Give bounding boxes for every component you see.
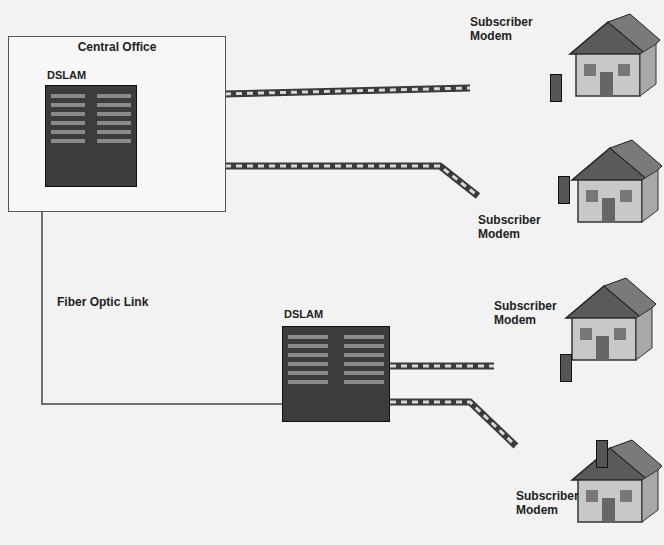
central-office-box: Central OfficeDSLAM	[8, 36, 226, 212]
modem-device	[560, 354, 572, 382]
subscriber-modem: Subscriber Modem	[494, 300, 574, 380]
house	[572, 140, 662, 222]
node-label: Subscriber Modem	[516, 490, 588, 518]
house	[572, 440, 662, 522]
node-label: Subscriber Modem	[494, 300, 566, 328]
dslam-unit: DSLAM	[45, 69, 137, 187]
subscriber-modem: Subscriber Modem	[470, 16, 562, 100]
node-label: Subscriber Modem	[470, 16, 542, 44]
node-label: Central Office	[9, 37, 225, 55]
copper-cable	[390, 366, 494, 367]
dslam-chassis	[45, 85, 137, 187]
modem-device	[550, 74, 562, 102]
subscriber-modem: Subscriber Modem	[516, 418, 608, 518]
modem-device	[596, 440, 608, 468]
fiber-link	[42, 212, 282, 404]
link-label: Fiber Optic Link	[54, 294, 151, 310]
dslam-chassis	[282, 326, 390, 422]
copper-cable	[390, 402, 516, 446]
node-label: Subscriber Modem	[478, 214, 550, 242]
modem-device	[558, 176, 570, 204]
node-label: DSLAM	[45, 69, 137, 85]
dslam-unit: DSLAM	[282, 308, 390, 422]
house	[566, 278, 656, 360]
node-label: DSLAM	[282, 308, 390, 324]
house	[570, 14, 660, 96]
subscriber-modem: Subscriber Modem	[478, 150, 570, 242]
